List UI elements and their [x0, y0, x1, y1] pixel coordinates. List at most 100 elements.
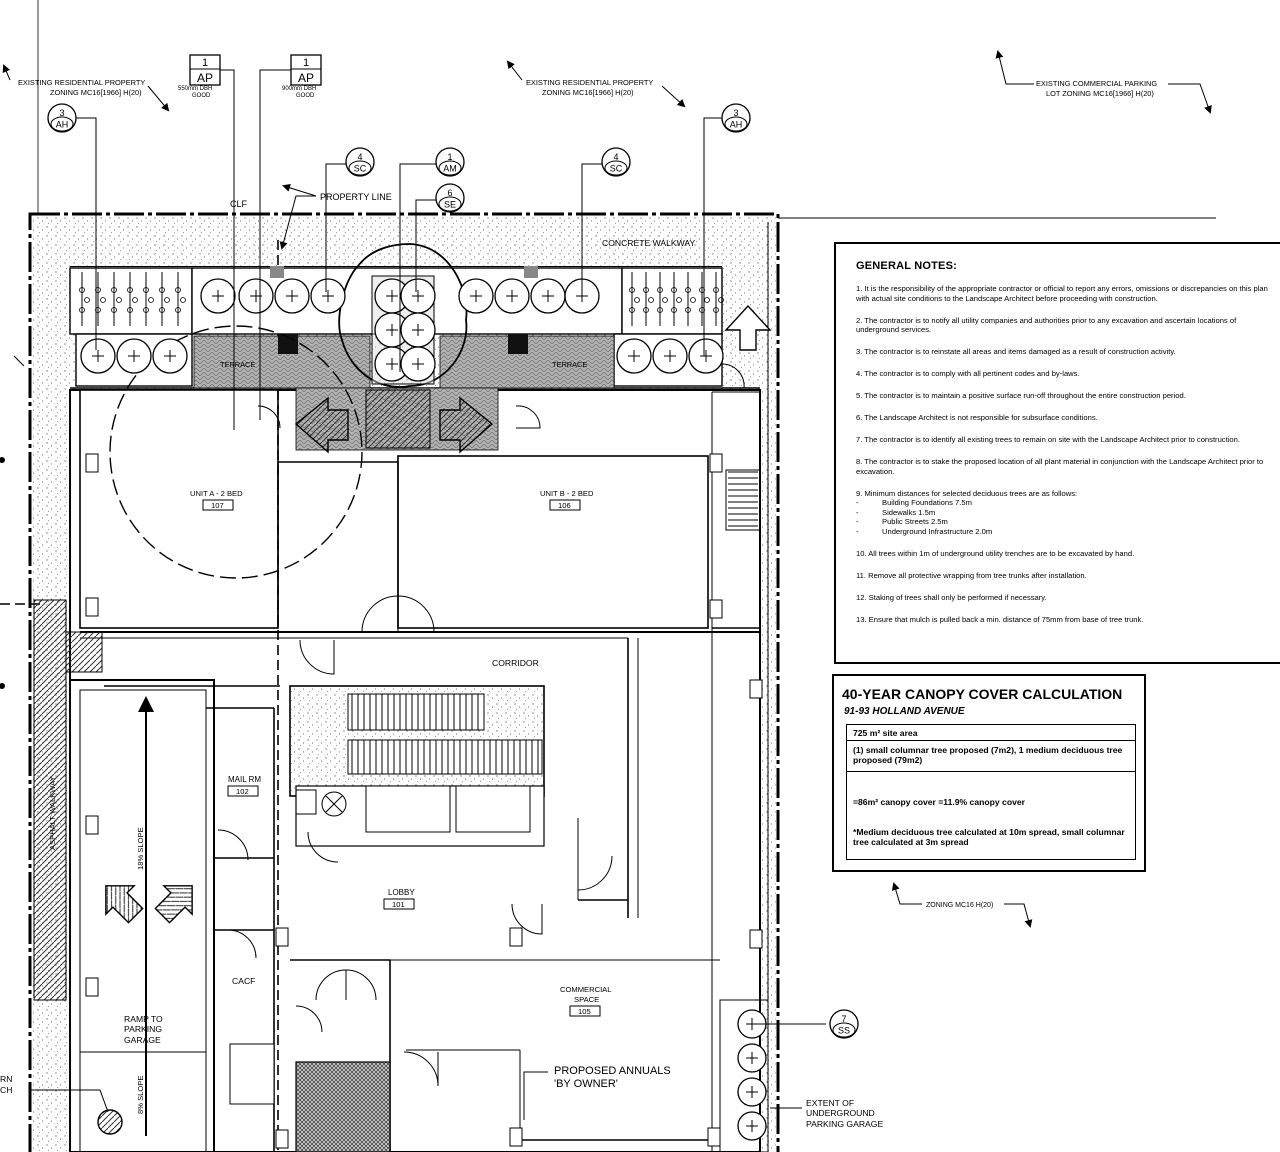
tag-se: 6SE — [435, 183, 465, 213]
tree-symbol — [616, 338, 652, 374]
tree-symbol — [238, 278, 274, 314]
tag-number: 6 — [447, 188, 452, 198]
concrete-walkway-label: CONCRETE WALKWAY — [602, 238, 696, 248]
note-item: 4. The contractor is to comply with all … — [856, 369, 1080, 379]
clipped-label-2: CH — [0, 1085, 12, 1095]
canopy-proposed: (1) small columnar tree proposed (7m2), … — [853, 745, 1123, 765]
lobby-label: LOBBY — [388, 888, 415, 897]
drawing-labels: EXISTING RESIDENTIAL PROPERTY ZONING MC1… — [0, 78, 1157, 1129]
stairs — [229, 471, 758, 1105]
mail-room-number: 102 — [236, 787, 249, 796]
tree-symbol — [200, 278, 236, 314]
note-item: 6. The Landscape Architect is not respon… — [856, 413, 1098, 423]
mail-room-label: MAIL RM — [228, 775, 261, 784]
lobby-number: 101 — [392, 900, 405, 909]
shrub-symbol — [629, 272, 640, 326]
note-subitem: Building Foundations 7.5m — [882, 498, 972, 508]
tree-symbol — [737, 1077, 767, 1107]
tag-ah-right: 3AH — [721, 103, 751, 133]
tag-am: 1AM — [435, 147, 465, 177]
note-subitem: Sidewalks 1.5m — [882, 507, 936, 517]
dbh-label-2: 900mm DBH — [282, 86, 316, 92]
note-item: 11. Remove all protective wrapping from … — [856, 571, 1087, 580]
clf-label: CLF — [230, 199, 248, 209]
property-line-label: PROPERTY LINE — [320, 192, 392, 202]
existing-com-label-b: LOT ZONING MC16[1966] H(20) — [1046, 89, 1154, 98]
dbh-label-2b: GOOD — [296, 93, 315, 99]
shrub-symbol — [127, 272, 138, 326]
tag-ap-1: 1AP — [189, 54, 221, 86]
tag-ah-left: 3AH — [47, 103, 77, 133]
commercial-label-b: SPACE — [574, 995, 599, 1004]
canopy-table: 725 m² site area (1) small columnar tree… — [846, 724, 1136, 860]
asphalt-walkway-label: ASPHALT WALKWAY — [48, 776, 57, 850]
tree-symbol — [310, 278, 346, 314]
tag-code: SS — [838, 1026, 850, 1036]
note-item: 8. The contractor is to stake the propos… — [856, 457, 1264, 476]
tree-symbol — [688, 338, 724, 374]
note-subitem: Public Streets 2.5m — [882, 517, 948, 527]
tag-code: SC — [354, 164, 367, 174]
entry-arrows — [105, 304, 772, 924]
shrub-symbol — [159, 272, 170, 326]
commercial-label: COMMERCIAL — [560, 985, 611, 994]
canopy-site-area: 725 m² site area — [847, 725, 1135, 741]
shrub-symbol — [143, 272, 154, 326]
shrub-symbol — [79, 272, 90, 326]
note-item: 10. All trees within 1m of underground u… — [856, 549, 1135, 559]
extent-label-1: EXTENT OF — [806, 1098, 854, 1108]
slope-18-label: 18% SLOPE — [136, 827, 145, 870]
tag-sc-left: 4SC — [345, 147, 375, 177]
tree-symbol — [116, 338, 152, 374]
tag-number: 7 — [841, 1014, 846, 1024]
tag-number: 3 — [59, 108, 64, 118]
tree-symbol — [737, 1043, 767, 1073]
tag-number: 1 — [447, 152, 452, 162]
unit-a-number: 107 — [211, 501, 224, 510]
note-item: 9. Minimum distances for selected decidu… — [856, 488, 1078, 498]
general-notes-list: 1. It is the responsibility of the appro… — [856, 284, 1276, 637]
tree-symbol — [400, 312, 436, 348]
shrub-symbol — [175, 272, 186, 326]
tag-ap-2: 1AP — [290, 54, 322, 86]
shrub-symbol — [657, 272, 668, 326]
shrub-symbol — [111, 272, 122, 326]
note-item: 5. The contractor is to maintain a posit… — [856, 391, 1186, 401]
corridor-label: CORRIDOR — [492, 658, 539, 668]
note-item: 1. It is the responsibility of the appro… — [856, 284, 1268, 303]
slope-8-label: 8% SLOPE — [136, 1076, 145, 1114]
ramp-label-3: GARAGE — [124, 1035, 161, 1045]
note-sublist: -Building Foundations 7.5m -Sidewalks 1.… — [856, 498, 1276, 536]
general-notes-panel: GENERAL NOTES: 1. It is the responsibili… — [834, 242, 1280, 664]
zoning-bottom-label: ZONING MC16 H(20) — [926, 902, 993, 909]
existing-res-label-2b: ZONING MC16[1966] H(20) — [542, 88, 634, 97]
tag-code: AP — [298, 71, 314, 85]
tag-number: 1 — [202, 57, 208, 69]
tree-symbol — [652, 338, 688, 374]
door-swings — [217, 363, 745, 1087]
ramp-arrow — [80, 696, 206, 1136]
tag-number: 4 — [357, 152, 362, 162]
margin-dots — [0, 457, 5, 689]
note-subitem: Underground Infrastructure 2.0m — [882, 527, 993, 537]
proposed-annuals-label-b: 'BY OWNER' — [554, 1078, 618, 1090]
ramp-label-2: PARKING — [124, 1024, 162, 1034]
note-item: 3. The contractor is to reinstate all ar… — [856, 347, 1176, 357]
note-item: 7. The contractor is to identify all exi… — [856, 435, 1240, 445]
stair-hatch — [295, 1061, 391, 1152]
canopy-footnote: *Medium deciduous tree calculated at 10m… — [853, 827, 1125, 847]
commercial-number: 105 — [578, 1007, 591, 1016]
canopy-title: 40-YEAR CANOPY COVER CALCULATION — [842, 686, 1123, 702]
shrub-symbol — [713, 272, 724, 326]
columns — [85, 453, 769, 1152]
canopy-result: =86m² canopy cover =11.9% canopy cover — [853, 797, 1025, 807]
tree-symbol — [152, 338, 188, 374]
unit-b-number: 106 — [558, 501, 571, 510]
existing-com-label: EXISTING COMMERCIAL PARKING — [1036, 79, 1157, 88]
asphalt-walkway — [33, 599, 103, 1001]
tree-symbol — [737, 1111, 767, 1141]
tree-symbol — [530, 278, 566, 314]
tree-symbol — [400, 346, 436, 382]
